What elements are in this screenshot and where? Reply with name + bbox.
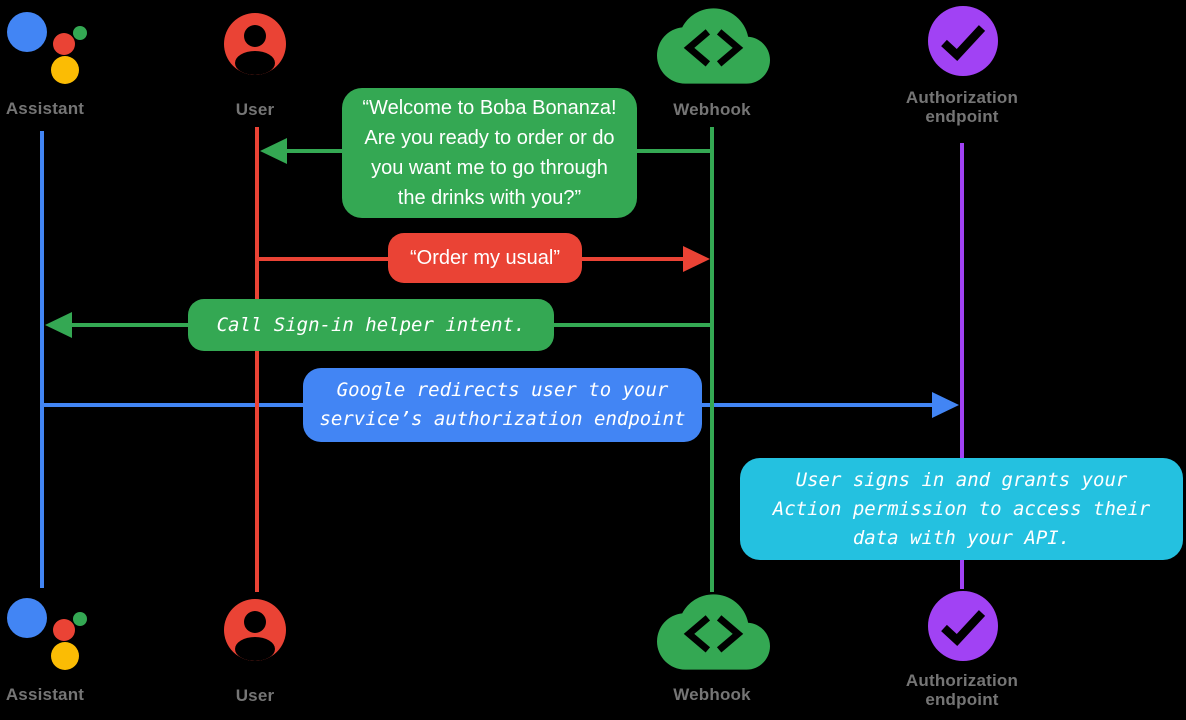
label-line: endpoint (925, 690, 999, 709)
assistant-label: Assistant (5, 99, 85, 118)
code-bracket-right (716, 29, 744, 67)
user-lifeline (254, 127, 260, 592)
assistant-green-dot (73, 26, 87, 40)
assistant-yellow-dot (51, 56, 79, 84)
assistant-yellow-dot (51, 642, 79, 670)
code-bracket-left (683, 29, 711, 67)
assistant-label: Assistant (5, 685, 85, 704)
webhook-label: Webhook (673, 100, 751, 119)
google-assistant-logo-icon (7, 598, 87, 670)
bubble-text-line: “Order my usual” (409, 247, 561, 269)
bubble-text-line: “Welcome to Boba Bonanza! (362, 97, 617, 119)
order-message-bubble: “Order my usual” (388, 233, 582, 283)
bubble-text-line: Call Sign-in helper intent. (216, 313, 526, 336)
bubble-text-line: User signs in and grants your (795, 468, 1128, 491)
checkmark-glyph (941, 25, 986, 62)
redirect-arrowhead-icon (932, 392, 959, 418)
bubble-text-line: data with your API. (852, 526, 1071, 549)
assistant-green-dot (73, 612, 87, 626)
person-body (235, 51, 275, 75)
authorization-endpoint-label: Authorization endpoint (887, 88, 1037, 126)
assistant-red-dot (53, 619, 75, 641)
user-label: User (235, 686, 275, 705)
checkmark-circle-icon (928, 6, 998, 76)
bubble-text-line: you want me to go through (371, 157, 608, 179)
webhook-lifeline (709, 127, 715, 592)
authorization-endpoint-label: Authorization endpoint (887, 671, 1037, 709)
code-bracket-right (716, 615, 744, 653)
auth-circle (928, 6, 998, 76)
bubble-text-line: the drinks with you?” (397, 187, 582, 209)
person-body (235, 637, 275, 661)
person-circle-icon (224, 13, 286, 75)
cloud-code-icon (657, 8, 770, 84)
label-line: endpoint (925, 107, 999, 126)
assistant-lifeline (39, 131, 45, 588)
order-arrowhead-icon (683, 246, 710, 272)
label-line: Authorization (905, 671, 1019, 690)
label-line: Authorization (905, 88, 1019, 107)
checkmark-glyph (941, 610, 986, 647)
welcome-message-bubble: “Welcome to Boba Bonanza! Are you ready … (342, 88, 637, 218)
bubble-text-line: Are you ready to order or do (364, 127, 615, 149)
bubble-text-line: Google redirects user to your (336, 379, 669, 401)
redirect-bubble: Google redirects user to your service’s … (303, 368, 702, 442)
assistant-blue-dot (7, 12, 47, 52)
signin-arrowhead-icon (45, 312, 72, 338)
welcome-arrowhead-icon (260, 138, 287, 164)
person-head (244, 25, 266, 47)
auth-circle (928, 591, 998, 661)
person-head (244, 611, 266, 633)
cloud-shape (657, 8, 770, 84)
bubble-text-line: Action permission to access their (772, 497, 1151, 520)
person-circle-icon (224, 599, 286, 661)
google-assistant-logo-icon (7, 12, 87, 84)
cloud-code-icon (657, 594, 770, 670)
user-label: User (235, 100, 275, 119)
grants-note-bubble: User signs in and grants your Action per… (740, 458, 1183, 560)
signin-intent-bubble: Call Sign-in helper intent. (188, 299, 554, 351)
checkmark-circle-icon (928, 591, 998, 661)
cloud-shape (657, 594, 770, 670)
bubble-text-line: service’s authorization endpoint (319, 408, 686, 430)
authorization-lifeline (959, 143, 965, 589)
webhook-label: Webhook (673, 685, 751, 704)
assistant-blue-dot (7, 598, 47, 638)
assistant-red-dot (53, 33, 75, 55)
code-bracket-left (683, 615, 711, 653)
